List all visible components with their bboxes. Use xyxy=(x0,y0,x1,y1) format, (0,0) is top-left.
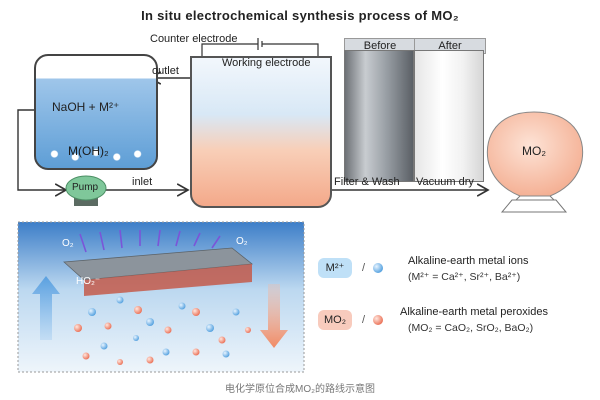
legend-ion-chip: M²⁺ xyxy=(318,258,352,278)
legend-mo2-ball xyxy=(373,315,383,325)
inset-o2-right-label: O₂ xyxy=(236,236,248,247)
pump-label: Pump xyxy=(72,182,99,193)
inset-ho2-label: HO₂⁻ xyxy=(76,276,101,287)
inset-down-arrow xyxy=(260,284,288,348)
pump xyxy=(65,175,107,206)
inset-ion-particles xyxy=(88,296,240,358)
filter-wash-label: Filter & Wash xyxy=(334,176,400,188)
electrochemical-cell xyxy=(190,56,332,208)
before-photo xyxy=(344,50,414,182)
legend-ion-detail: (M²⁺ = Ca²⁺, Sr²⁺, Ba²⁺) xyxy=(408,271,521,283)
product-label: MO₂ xyxy=(522,144,546,158)
tank-precipitate-label: M(OH)₂ xyxy=(68,144,109,158)
legend-mo2-separator: / xyxy=(362,314,366,326)
solution-tank: NaOH + M²⁺ M(OH)₂ xyxy=(34,54,158,170)
tank-solution-label: NaOH + M²⁺ xyxy=(52,100,120,114)
inset-panel xyxy=(17,221,305,373)
legend-ion-separator: / xyxy=(362,262,366,274)
tank-precipitate xyxy=(44,136,148,166)
diagram-title: In situ electrochemical synthesis proces… xyxy=(141,8,459,23)
figure-caption: 电化学原位合成MO₂的路线示意图 xyxy=(225,384,375,395)
legend-mo2-detail: (MO₂ = CaO₂, SrO₂, BaO₂) xyxy=(408,322,534,334)
inlet-label: inlet xyxy=(132,176,153,188)
outlet-label: outlet xyxy=(152,65,179,77)
legend-mo2-name: Alkaline-earth metal peroxides xyxy=(400,306,548,318)
legend-ion-ball xyxy=(373,263,383,273)
inset-electrode-film xyxy=(84,264,252,296)
wire-right xyxy=(262,43,319,58)
counter-electrode-label: Counter electrode xyxy=(150,33,238,45)
working-electrode-label: Working electrode xyxy=(222,57,311,69)
product-flask xyxy=(486,111,584,213)
after-photo xyxy=(414,50,484,182)
inset-mo2-particles xyxy=(74,306,251,365)
inset-o2-arrows xyxy=(79,229,221,253)
legend-mo2-chip: MO₂ xyxy=(318,310,352,330)
inset-o2-left-label: O₂ xyxy=(62,238,74,249)
recirculation-pipe xyxy=(17,109,66,190)
inset-up-arrow xyxy=(32,276,60,340)
legend-ion-name: Alkaline-earth metal ions xyxy=(408,255,529,267)
wire-left xyxy=(201,43,258,56)
vacuum-dry-label: Vacuum dry xyxy=(416,176,474,188)
